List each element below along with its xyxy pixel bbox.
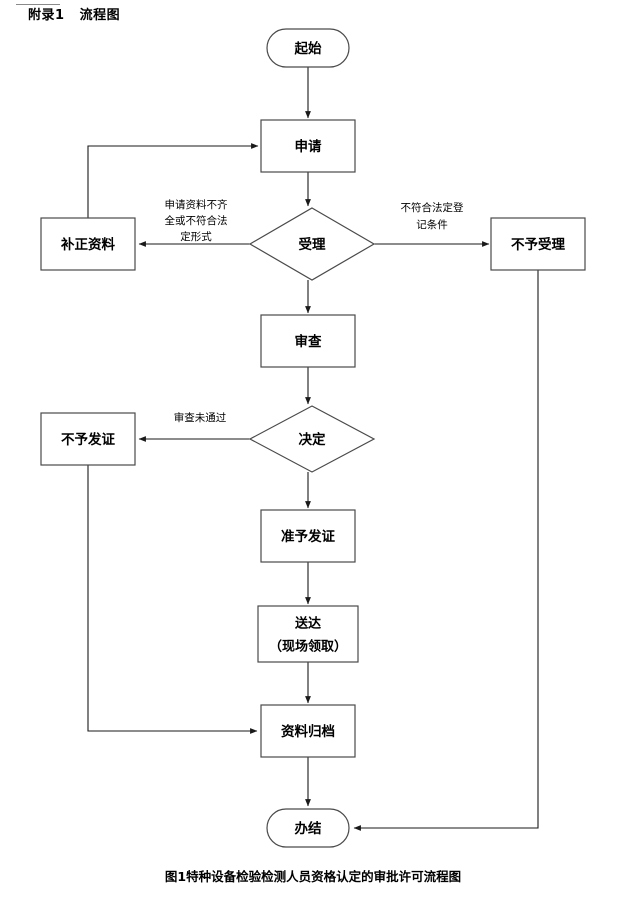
nocert-process-shape (40, 412, 136, 466)
grant-process-shape (260, 509, 356, 563)
edge-supplement-to-apply (87, 143, 259, 218)
node-decide[interactable]: 决定 (248, 405, 376, 473)
node-deliver[interactable]: 送达 （现场领取） (257, 605, 359, 663)
accept-decision-shape (248, 207, 376, 281)
edge-label-line: 不符合法定登 (401, 201, 464, 214)
start-label: 起始 (294, 40, 322, 57)
decide-label: 决定 (299, 431, 326, 448)
node-done[interactable]: 办结 (266, 808, 350, 848)
node-grant[interactable]: 准予发证 (260, 509, 356, 563)
edge-label-line: 记条件 (416, 218, 448, 231)
edge-label-line: 审查未通过 (174, 411, 227, 424)
edge-reject-to-done (353, 270, 539, 831)
edge-label-line: 申请资料不齐 (165, 198, 228, 211)
flowchart-canvas: 起始 申请 受理 补正资料 不予受理 审查 决定 不予发证 (40, 28, 586, 848)
decide-decision-shape (248, 405, 376, 473)
node-review[interactable]: 审查 (260, 314, 356, 368)
edge-label-line: 定形式 (180, 230, 212, 243)
deliver-label-line1: 送达 (294, 616, 321, 632)
apply-label: 申请 (295, 138, 322, 155)
deliver-process-shape (257, 605, 359, 663)
done-label: 办结 (295, 820, 322, 837)
review-label: 审查 (295, 333, 322, 350)
edge-label-accept-to-reject: 不符合法定登 记条件 (401, 201, 464, 231)
edge-nocert-to-archive (87, 465, 258, 734)
connector-layer (87, 67, 539, 831)
done-terminator-shape (266, 808, 350, 848)
archive-process-shape (260, 704, 356, 758)
accept-label: 受理 (299, 236, 326, 253)
nocert-label: 不予发证 (61, 431, 115, 448)
node-supplement[interactable]: 补正资料 (40, 217, 136, 271)
apply-process-shape (260, 119, 356, 173)
supplement-label: 补正资料 (60, 236, 115, 253)
node-apply[interactable]: 申请 (260, 119, 356, 173)
node-archive[interactable]: 资料归档 (260, 704, 356, 758)
start-terminator-shape (266, 28, 350, 68)
reject-process-shape (490, 217, 586, 271)
node-start[interactable]: 起始 (266, 28, 350, 68)
reject-label: 不予受理 (511, 236, 565, 253)
review-process-shape (260, 314, 356, 368)
header-rule (16, 4, 60, 5)
deliver-label-line2: （现场领取） (269, 639, 347, 655)
edge-label-line: 全或不符合法 (165, 214, 228, 227)
figure-caption: 图1特种设备检验检测人员资格认定的审批许可流程图 (164, 869, 462, 884)
node-accept[interactable]: 受理 (248, 207, 376, 281)
node-reject[interactable]: 不予受理 (490, 217, 586, 271)
page-title: 附录1 流程图 (28, 8, 121, 23)
node-nocert[interactable]: 不予发证 (40, 412, 136, 466)
edge-label-accept-to-supplement: 申请资料不齐 全或不符合法 定形式 (165, 198, 228, 243)
archive-label: 资料归档 (281, 723, 335, 740)
grant-label: 准予发证 (281, 528, 335, 545)
supplement-process-shape (40, 217, 136, 271)
edge-label-decide-to-nocert: 审查未通过 (174, 411, 227, 424)
